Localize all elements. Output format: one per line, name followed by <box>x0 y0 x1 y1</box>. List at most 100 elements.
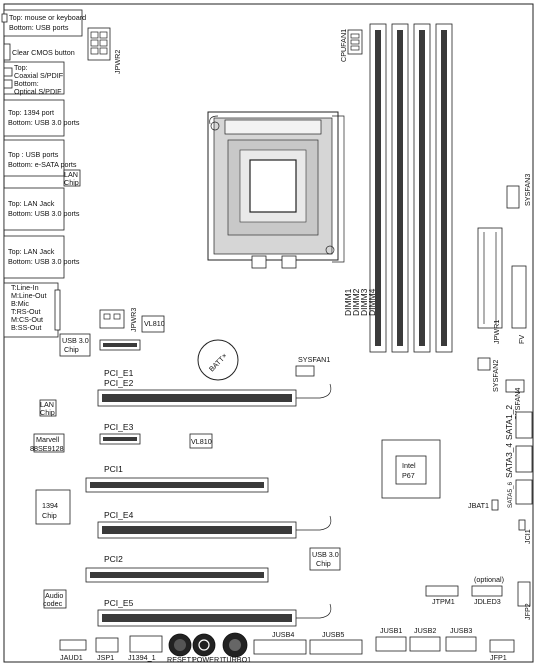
jusb3-label: JUSB3 <box>450 626 472 635</box>
jusb2-connector: JUSB2 <box>409 626 441 652</box>
fv-label: FV <box>517 335 526 344</box>
cpu-socket <box>207 111 345 269</box>
usb-esata-label-top: Top : USB ports <box>8 150 59 159</box>
jusb5-connector: JUSB5 <box>309 630 363 655</box>
jfp1-connector: JFP1 <box>489 639 515 662</box>
usb30-left-label-1: USB 3.0 <box>62 336 89 345</box>
jpwr3-connector: JPWR3 <box>99 308 138 332</box>
turbo1-button: TURBO1 <box>222 632 251 664</box>
battery-plus-label: + <box>222 351 226 360</box>
pci1-label: PCI1 <box>104 464 123 474</box>
jusb1-connector: JUSB1 <box>375 626 407 652</box>
usb-esata-label-bottom: Bottom: e-SATA ports <box>8 160 77 169</box>
lan-chip-top: LAN Chip <box>63 169 81 187</box>
pci2-slot: PCI2 <box>85 554 269 583</box>
jusb4-label: JUSB4 <box>272 630 294 639</box>
jtpm1-connector: JTPM1 <box>425 585 459 606</box>
spdif-label-3: Bottom: <box>14 79 39 88</box>
intel-p67-chip: Intel P67 <box>381 439 441 499</box>
jci1-connector: JCI1 <box>518 519 532 544</box>
lan2-label-top: Top: LAN Jack <box>8 247 55 256</box>
sysfan3-label: SYSFAN3 <box>523 174 532 206</box>
usb1394-label-bottom: Bottom: USB 3.0 ports <box>8 118 80 127</box>
board-outline <box>3 3 534 663</box>
lan2-label-bottom: Bottom: USB 3.0 ports <box>8 257 80 266</box>
pci-e3-label: PCI_E3 <box>104 422 134 432</box>
cpufan1-connector: CPUFAN1 <box>339 29 363 62</box>
vl810-chip-mid: VL810 <box>189 433 213 449</box>
sysfan2-connector: SYSFAN2 <box>477 357 500 392</box>
optional-label: (optional) <box>474 575 504 584</box>
audio-label-3: B:Mic <box>11 299 29 308</box>
jpwr1-label: JPWR1 <box>492 320 501 344</box>
sysfan1-connector: SYSFAN1 <box>295 355 330 377</box>
intel-label-1: Intel <box>402 461 416 470</box>
reset1-label: RESET1 <box>167 655 195 664</box>
sata1-2-label: SATA1_2 <box>504 405 514 440</box>
jusb1-label: JUSB1 <box>380 626 402 635</box>
pci-e2-label: PCI_E2 <box>104 378 134 388</box>
usb30-chip-right: USB 3.0 Chip <box>309 547 341 571</box>
jpwr2-connector: JPWR2 <box>87 27 122 74</box>
spdif-label-1: Top: <box>14 63 28 72</box>
audio-label-6: B:SS-Out <box>11 323 41 332</box>
vl810-mid-label: VL810 <box>191 437 212 446</box>
cpufan1-label: CPUFAN1 <box>339 29 348 62</box>
sysfan4-connector: SYSFAN4 <box>505 379 525 420</box>
spdif-label-4: Optical S/PDIF <box>14 87 62 96</box>
pci-e4-label: PCI_E4 <box>104 510 134 520</box>
audio-codec-label-1: Audio <box>45 591 63 600</box>
audio-label-1: T:Line-In <box>11 283 39 292</box>
jusb4-connector: JUSB4 <box>253 630 307 655</box>
jusb2-label: JUSB2 <box>414 626 436 635</box>
vl810-chip-top: VL810 <box>141 315 165 333</box>
jfp1-label: JFP1 <box>490 653 507 662</box>
lan-top-label-2: Chip <box>64 178 79 187</box>
pci1-slot: PCI1 <box>85 464 269 493</box>
jsp1-connector: JSP1 <box>95 637 119 662</box>
fv-connector: FV <box>511 265 527 344</box>
jfp2-connector: JFP2 <box>517 581 532 620</box>
audio-label-2: M:Line-Out <box>11 291 47 300</box>
jaud1-connector: JAUD1 <box>59 639 87 662</box>
marvell-chip: Marvell 88SE9128 <box>30 433 65 453</box>
dimm-slots: DIMM1 DIMM2 DIMM3 DIMM4 <box>343 23 453 353</box>
jbat1-label: JBAT1 <box>468 501 489 510</box>
pci-e3-slot: PCI_E3 <box>99 422 141 445</box>
sysfan2-label: SYSFAN2 <box>491 360 500 392</box>
turbo1-label: TURBO1 <box>222 655 251 664</box>
chip-1394: 1394 Chip <box>35 489 71 525</box>
pci-e4-slot: PCI_E4 <box>97 510 332 539</box>
j1394-1-label: J1394_1 <box>128 653 156 662</box>
pci-e1-slot: PCI_E1 <box>99 339 141 378</box>
jdled3-label: JDLED3 <box>474 597 501 606</box>
marvell-label-1: Marvell <box>36 435 60 444</box>
spdif-label-2: Coaxial S/PDIF <box>14 71 64 80</box>
clear-cmos-label: Clear CMOS button <box>12 48 75 57</box>
intel-label-2: P67 <box>402 471 415 480</box>
audio-codec-label-2: codec <box>43 599 63 608</box>
dimm1-label: DIMM1 <box>343 288 353 316</box>
jpwr1-connector: JPWR1 <box>477 227 503 344</box>
jtpm1-label: JTPM1 <box>432 597 455 606</box>
usb30-chip-left: USB 3.0 Chip <box>59 333 91 357</box>
sata5-6-label: SATA5_6 <box>507 481 514 508</box>
battery: BATT + <box>197 339 239 381</box>
audio-label-4: T:RS-Out <box>11 307 41 316</box>
chip-1394-label-2: Chip <box>42 511 57 520</box>
sysfan3-connector: SYSFAN3 <box>506 174 532 209</box>
jdled3-connector: (optional) JDLED3 <box>471 575 504 606</box>
power1-button: POWER1 <box>192 633 223 664</box>
vl810-top-label: VL810 <box>144 319 165 328</box>
sata3-4-label: SATA3_4 <box>504 443 514 478</box>
usb30-right-label-1: USB 3.0 <box>312 550 339 559</box>
usb30-right-label-2: Chip <box>316 559 331 568</box>
ps2-usb-label-top: Top: mouse or keyboard <box>9 13 86 22</box>
jusb5-label: JUSB5 <box>322 630 344 639</box>
pci-e2-slot: PCI_E2 <box>97 378 332 407</box>
pci-e1-label: PCI_E1 <box>104 368 134 378</box>
dimm4-label: DIMM4 <box>367 288 377 316</box>
j1394-1-connector: J1394_1 <box>128 635 163 662</box>
audio-label-5: M:CS-Out <box>11 315 43 324</box>
